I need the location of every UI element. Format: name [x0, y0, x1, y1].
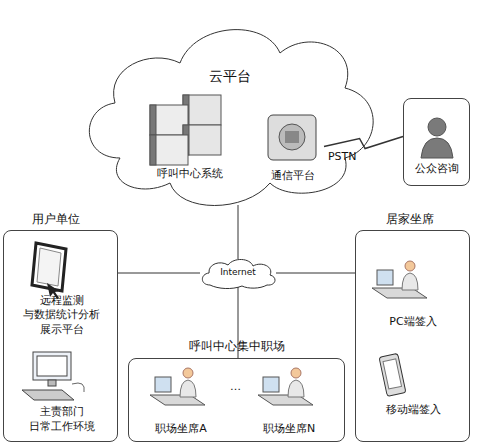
phone-screen [383, 359, 402, 389]
agent-seat-icon [150, 368, 205, 405]
pc-screen [37, 356, 67, 376]
internet-label: Internet [200, 267, 276, 279]
node-label: 呼叫中心系统 [140, 167, 240, 181]
network-line [276, 273, 355, 274]
seat-node: 职场坐席A [141, 363, 221, 438]
network-line [238, 205, 239, 259]
node-label: 公众咨询 [404, 162, 469, 176]
display-screen-icon [32, 243, 66, 299]
cloud-platform-outline [80, 8, 380, 205]
seat-head [291, 368, 301, 378]
seat-body [288, 380, 304, 397]
node-label: 职场坐席N [249, 422, 329, 436]
network-line [118, 273, 200, 274]
group-box: 居家坐席PC端签入移动端签入 [355, 230, 470, 442]
group-heading: 用户单位 [32, 212, 80, 228]
seat-desk [372, 288, 427, 298]
ellipsis-label: … [230, 380, 241, 393]
screen-panel [37, 248, 61, 286]
seat-node: PC端签入 [363, 251, 463, 331]
person-head [428, 118, 446, 136]
gateway-node: 通信平台 [262, 108, 324, 185]
pc-keyboard [22, 390, 74, 400]
desktop-pc-icon [22, 352, 84, 400]
cloud-platform: 云平台呼叫中心系统 通信平台 [80, 8, 380, 205]
seat-node: 移动端签入 [363, 351, 463, 419]
screen-frame [32, 243, 66, 291]
workstation-node: 主责部门 日常工作环境 [9, 346, 114, 438]
group-box: 用户单位远程监测 与数据统计分析 展示平台主责部门 日常工作环境 [3, 230, 118, 442]
phone-body [379, 353, 406, 396]
internet-cloud: Internet [200, 259, 276, 287]
seat-monitor [263, 377, 279, 392]
group-box: 呼叫中心集中职场职场坐席A职场坐席N [128, 358, 345, 442]
node-label: 移动端签入 [363, 403, 463, 417]
pc-cable [72, 383, 84, 392]
agent-seat-icon [258, 368, 313, 405]
pc-stand [48, 380, 56, 386]
group-heading: 居家坐席 [386, 212, 434, 228]
edge-label: PSTN [328, 150, 357, 163]
cloud-title: 云平台 [80, 67, 380, 85]
platform-node: 远程监测 与数据统计分析 展示平台 [9, 237, 114, 339]
person-body [421, 138, 453, 158]
server-node: 呼叫中心系统 [140, 90, 240, 185]
seat-body [180, 380, 196, 397]
node-label: PC端签入 [363, 315, 463, 329]
group-heading: 呼叫中心集中职场 [129, 339, 344, 355]
seat-desk [150, 395, 205, 405]
seat-desk [258, 395, 313, 405]
cloud-platform-path [89, 30, 373, 206]
public-box: 公众咨询 [403, 98, 470, 186]
seat-head [405, 261, 415, 271]
seat-monitor [155, 377, 171, 392]
node-label: 远程监测 与数据统计分析 展示平台 [9, 294, 114, 337]
pc-monitor [33, 352, 71, 380]
seat-node: 职场坐席N [249, 363, 329, 438]
seat-monitor [377, 270, 393, 285]
node-label: 主责部门 日常工作环境 [9, 405, 114, 434]
node-label: 通信平台 [262, 169, 324, 183]
mobile-phone-icon [379, 353, 406, 396]
seat-head [183, 368, 193, 378]
person-icon [421, 118, 453, 158]
node-label: 职场坐席A [141, 422, 221, 436]
seat-body [402, 273, 418, 290]
agent-seat-icon [372, 261, 427, 298]
